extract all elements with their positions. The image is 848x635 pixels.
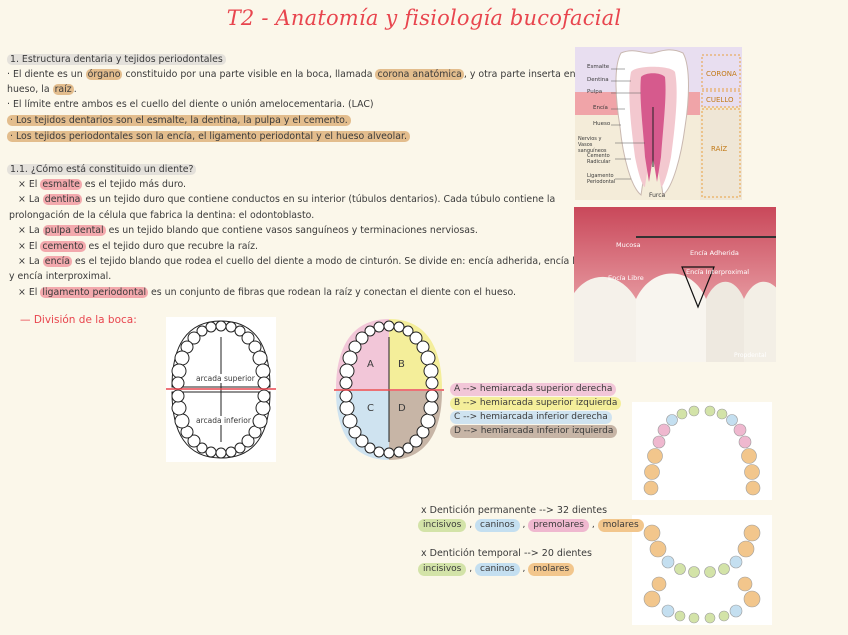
list-item: y encía interproximal. xyxy=(9,271,112,283)
temporary-arch-diagram xyxy=(632,515,772,625)
tag-separator: , xyxy=(522,564,526,574)
arch-diagram-svg xyxy=(166,320,276,459)
tooth-label-hueso: Hueso xyxy=(593,121,611,127)
tag-premolares: premolares xyxy=(528,519,589,532)
tag-molares: molares xyxy=(528,563,575,576)
tooth-label-furca: Furca xyxy=(649,192,666,199)
denticion-temporal: x Dentición temporal --> 20 dientes xyxy=(421,548,592,559)
text-run: . xyxy=(73,84,77,95)
term-corona: corona anatómica xyxy=(375,69,464,80)
term-esmalte: esmalte xyxy=(40,179,82,190)
arch-upper-label: arcada superior xyxy=(196,374,255,383)
text-run: , y otra parte inserta en el xyxy=(463,69,587,80)
legend-a: A --> hemiarcada superior derecha xyxy=(450,383,617,396)
quadrant-diagram-svg xyxy=(334,319,444,460)
list-item: × El esmalte es el tejido más duro. xyxy=(18,179,187,190)
gum-photo: Mucosa Encía Adherida Encía Interproxima… xyxy=(574,207,776,362)
permanent-arch-diagram xyxy=(632,402,772,500)
term-ligamento: ligamento periodontal xyxy=(40,286,149,298)
highlight-line: · Los tejidos dentarios son el esmalte, … xyxy=(7,115,351,126)
arch-lower-label: arcada inferior xyxy=(196,416,251,425)
section-1-p1-line2: hueso, la raíz. xyxy=(7,82,77,97)
tag-incisivos: incisivos xyxy=(418,563,467,576)
legend-b: B --> hemiarcada superior izquierda xyxy=(450,397,622,410)
term-organo: órgano xyxy=(85,69,123,80)
tooth-label-ligamento: Ligamento Periodontal xyxy=(587,173,616,185)
quadrant-c: C xyxy=(367,403,374,414)
tooth-label-cemento: Cemento Radicular xyxy=(587,153,611,165)
denticion-temporal-tags: incisivos , caninos , molares xyxy=(418,563,575,576)
tag-separator: , xyxy=(591,520,595,530)
permanent-arch-svg xyxy=(643,405,761,496)
list-item: × El ligamento periodontal es un conjunt… xyxy=(18,286,517,298)
tooth-label-pulpa: Pulpa xyxy=(587,89,603,95)
tooth-anatomy-svg xyxy=(575,47,742,200)
quadrant-a: A xyxy=(367,359,374,370)
gum-label-libre: Encía Libre xyxy=(608,274,644,282)
quadrant-legend: A --> hemiarcada superior derecha B --> … xyxy=(450,376,622,438)
section-1-p2: · El límite entre ambos es el cuello del… xyxy=(7,97,374,112)
denticion-permanente: x Dentición permanente --> 32 dientes xyxy=(421,505,608,516)
text-run: · El límite entre ambos es el cuello del… xyxy=(7,99,374,110)
list-item: × La dentina es un tejido duro que conti… xyxy=(18,194,556,206)
arch-diagram: arcada superior arcada inferior xyxy=(166,317,276,462)
gum-photo-svg xyxy=(574,207,776,362)
section-11-heading: 1.1. ¿Cómo está constituido un diente? xyxy=(7,162,197,177)
section-11-list: × El esmalte es el tejido más duro. × La… xyxy=(9,177,593,300)
quadrant-d: D xyxy=(398,403,406,414)
tooth-label-raiz: RAÍZ xyxy=(711,145,728,153)
text-run: hueso, la xyxy=(7,84,53,95)
section-11-heading-text: 1.1. ¿Cómo está constituido un diente? xyxy=(7,164,197,175)
page-title: T2 - Anatomía y fisiología bucofacial xyxy=(226,6,622,30)
highlight-line: · Los tejidos periodontales son la encía… xyxy=(7,131,410,142)
gum-label-interproximal: Encía Interproximal xyxy=(686,268,750,276)
quadrant-diagram: A B C D xyxy=(334,317,444,462)
gum-photo-credit: Propdental xyxy=(734,352,767,359)
tag-caninos: caninos xyxy=(475,519,520,532)
term-pulpa: pulpa dental xyxy=(42,225,106,237)
section-1-heading: 1. Estructura dentaria y tejidos periodo… xyxy=(7,52,226,67)
term-cemento: cemento xyxy=(40,240,86,252)
text-run: · El diente es un xyxy=(7,69,86,80)
tag-separator: , xyxy=(469,564,473,574)
tag-separator: , xyxy=(522,520,526,530)
list-item: × El cemento es el tejido duro que recub… xyxy=(18,240,259,252)
temporary-arch-svg xyxy=(643,524,761,624)
tag-molares: molares xyxy=(597,519,644,532)
gum-label-mucosa: Mucosa xyxy=(616,241,641,249)
tooth-label-esmalte: Esmalte xyxy=(587,64,610,70)
section-1-p3: · Los tejidos dentarios son el esmalte, … xyxy=(7,113,351,128)
division-label: — División de la boca: xyxy=(20,314,137,326)
list-item: prolongación de la célula que fabrica la… xyxy=(9,209,315,221)
tooth-label-dentina: Dentina xyxy=(587,77,609,83)
term-dentina: dentina xyxy=(42,194,83,206)
gum-label-adherida: Encía Adherida xyxy=(690,249,739,257)
quadrant-b: B xyxy=(398,359,405,370)
legend-d: D --> hemiarcada inferior izquierda xyxy=(450,425,618,438)
section-1-heading-text: 1. Estructura dentaria y tejidos periodo… xyxy=(7,54,226,65)
legend-c: C --> hemiarcada inferior derecha xyxy=(450,411,612,424)
denticion-permanente-tags: incisivos , caninos , premolares , molar… xyxy=(418,519,644,532)
tooth-anatomy-diagram: Esmalte Dentina Pulpa Encía Hueso Nervio… xyxy=(575,47,742,200)
term-raiz: raíz xyxy=(52,84,74,95)
list-item: × La pulpa dental es un tejido blando qu… xyxy=(18,225,478,237)
tooth-label-cuello: CUELLO xyxy=(706,96,734,104)
tooth-label-encia: Encía xyxy=(593,105,608,111)
tag-incisivos: incisivos xyxy=(418,519,467,532)
tooth-label-nervios: Nervios y Vasos sanguíneos xyxy=(578,136,607,154)
section-1-p4: · Los tejidos periodontales son la encía… xyxy=(7,129,410,144)
section-1-p1-line1: · El diente es un órgano constituido por… xyxy=(7,67,587,82)
tooth-label-corona: CORONA xyxy=(706,70,737,78)
list-item: × La encía es el tejido blando que rodea… xyxy=(18,256,593,268)
term-encia: encía xyxy=(42,256,73,268)
text-run: constituido por una parte visible en la … xyxy=(122,69,376,80)
tag-separator: , xyxy=(469,520,473,530)
tag-caninos: caninos xyxy=(475,563,520,576)
